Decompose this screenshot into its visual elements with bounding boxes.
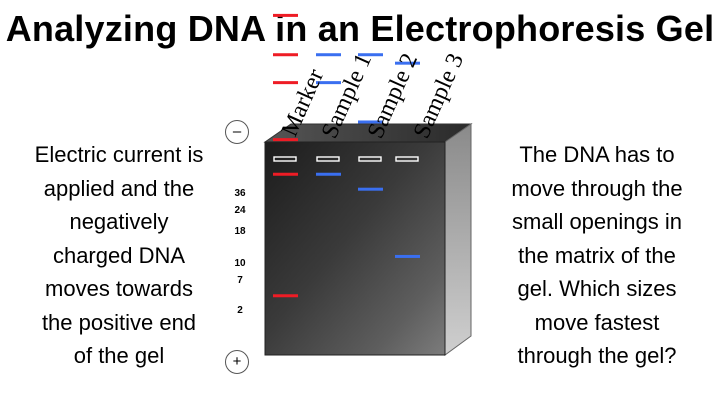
left-line: Electric current is [34, 142, 204, 167]
dna-band-sample-1 [316, 172, 341, 176]
gel-front-face [264, 141, 446, 356]
dna-band-marker [273, 172, 298, 176]
gel-well-sample-3 [395, 156, 419, 162]
dna-band-sample-1 [316, 81, 341, 85]
size-label: 36 [234, 188, 246, 199]
left-line: charged DNA [52, 242, 186, 268]
gel-well-marker [273, 156, 297, 162]
size-label: 24 [234, 205, 246, 216]
right-question: The DNA has to move through the small op… [484, 138, 710, 373]
dna-band-marker [273, 53, 298, 57]
left-explanation: Electric current is applied and the nega… [16, 138, 222, 373]
right-line: move fastest [534, 309, 660, 335]
dna-band-marker [273, 294, 298, 298]
left-line: the positive end [41, 309, 197, 335]
left-line: negatively [69, 209, 169, 234]
right-line: The DNA has to [519, 142, 675, 167]
size-label: 7 [237, 275, 243, 286]
dna-bands [273, 13, 420, 298]
gel-well-sample-2 [358, 156, 382, 162]
size-label: 18 [234, 226, 246, 237]
positive-terminal: + [225, 350, 249, 374]
right-line: through the gel? [517, 343, 677, 368]
page-title: Analyzing DNA in an Electrophoresis Gel [5, 8, 715, 49]
gel-side-face [444, 123, 472, 356]
size-label: 2 [237, 305, 243, 316]
dna-band-sample-2 [358, 53, 383, 57]
right-line: the matrix of the [518, 242, 676, 268]
left-line: moves towards [45, 276, 193, 301]
dna-band-marker [273, 13, 298, 17]
gel-well-sample-1 [316, 156, 340, 162]
left-line: of the gel [73, 343, 165, 368]
right-line: small openings in [512, 209, 682, 234]
dna-band-sample-3 [395, 61, 420, 65]
size-label: 10 [234, 258, 246, 269]
negative-terminal: – [225, 120, 249, 144]
left-line: applied and the [43, 175, 195, 201]
dna-band-sample-2 [358, 120, 383, 124]
dna-band-sample-1 [316, 53, 341, 57]
dna-band-sample-3 [395, 254, 420, 258]
dna-band-marker [273, 138, 298, 142]
dna-band-sample-2 [358, 187, 383, 191]
right-line: move through the [511, 175, 683, 201]
gel-wells [273, 156, 419, 162]
dna-band-marker [273, 81, 298, 85]
lane-labels: Marker Sample 1 Sample 2 Sample 3 [277, 50, 469, 143]
right-line: gel. Which sizes [517, 276, 677, 301]
